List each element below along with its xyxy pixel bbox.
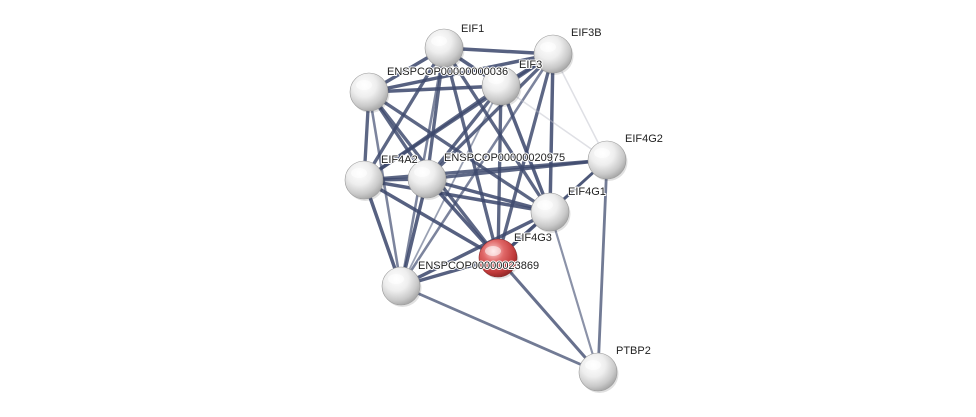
edge-EIF4A2-EIF4G3 <box>362 178 500 260</box>
node-highlight <box>585 360 601 370</box>
node-highlight <box>540 42 556 52</box>
node-EIF3B[interactable] <box>533 34 574 75</box>
edge-ENSPCOP_A-ENSPCOP23869 <box>367 90 403 288</box>
edge-EIF4G1-ENSPCOP23869 <box>399 210 552 288</box>
edge-EIF1-EIF4G1 <box>442 46 552 214</box>
edge-EIF3B-EIF4G1 <box>548 52 555 214</box>
node-EIF4G3[interactable] <box>478 238 519 279</box>
node-EIF4G1[interactable] <box>530 192 571 233</box>
edge-EIF3B-ENSPCOP20975 <box>425 52 555 181</box>
node-label-EIF4G3: EIF4G3 <box>514 232 552 244</box>
node-label-ENSPCOP20975: ENSPCOP00000020975 <box>444 152 565 164</box>
node-EIF4A2[interactable] <box>344 160 385 201</box>
node-ENSPCOP23869[interactable] <box>381 266 422 307</box>
node-EIF4G2[interactable] <box>587 140 628 181</box>
node-sphere[interactable] <box>344 160 384 200</box>
node-label-ENSPCOP_A: ENSPCOP00000000036 <box>387 66 508 78</box>
node-sphere[interactable] <box>349 72 389 112</box>
node-ENSPCOP20975[interactable] <box>407 159 448 200</box>
edge-ENSPCOP20975-EIF4G1 <box>425 177 552 214</box>
edge-EIF4A2-EIF4G1 <box>362 178 552 214</box>
node-highlight <box>351 168 367 178</box>
edge-EIF3-ENSPCOP20975 <box>425 84 503 181</box>
node-sphere[interactable] <box>578 352 618 392</box>
edge-EIF4G1-PTBP2 <box>548 210 600 374</box>
node-highlight <box>485 246 501 256</box>
edge-EIF3-EIF4G2 <box>500 85 608 161</box>
node-label-EIF4A2: EIF4A2 <box>381 154 418 166</box>
node-highlight <box>488 74 504 84</box>
node-sphere[interactable] <box>530 192 570 232</box>
edge-EIF4G2-PTBP2 <box>596 158 609 374</box>
edge-ENSPCOP23869-PTBP2 <box>399 284 600 374</box>
node-sphere[interactable] <box>587 140 627 180</box>
edge-EIF3-EIF4A2 <box>362 84 503 182</box>
edge-EIF3B-ENSPCOP_A <box>367 52 555 94</box>
node-EIF3[interactable] <box>481 66 522 107</box>
node-label-EIF4G2: EIF4G2 <box>625 133 663 145</box>
node-sphere[interactable] <box>424 28 464 68</box>
node-label-EIF1: EIF1 <box>461 23 484 35</box>
edge-ENSPCOP_A-EIF3 <box>367 84 503 94</box>
edge-ENSPCOP_A-EIF4G1 <box>367 90 552 214</box>
nodes-layer <box>344 28 628 393</box>
edge-EIF1-EIF4G3 <box>442 46 500 260</box>
node-label-EIF4G1: EIF4G1 <box>568 186 606 198</box>
edge-EIF4G3-PTBP2 <box>496 256 600 374</box>
node-label-PTBP2: PTBP2 <box>616 345 651 357</box>
node-highlight <box>594 148 610 158</box>
edge-ENSPCOP20975-EIF4G2 <box>425 158 609 181</box>
node-label-EIF3: EIF3 <box>519 59 542 71</box>
edge-EIF3B-EIF4G3 <box>496 52 555 260</box>
node-highlight <box>431 36 447 46</box>
node-highlight <box>388 274 404 284</box>
node-sphere[interactable] <box>381 266 421 306</box>
node-highlight <box>414 167 430 177</box>
edge-EIF3-EIF4G1 <box>499 84 552 214</box>
node-label-ENSPCOP23869: ENSPCOP00000023869 <box>418 260 539 272</box>
node-EIF1[interactable] <box>424 28 465 69</box>
node-highlight <box>537 200 553 210</box>
node-PTBP2[interactable] <box>578 352 619 393</box>
node-label-EIF3B: EIF3B <box>571 27 602 39</box>
edge-EIF3B-EIF4G2 <box>552 53 608 161</box>
node-ENSPCOP_A[interactable] <box>349 72 390 113</box>
labels-layer: EIF1 EIF3B ENSPCOP00000000036 EIF3EIF4G2EIF… <box>380 22 664 358</box>
node-highlight <box>356 80 372 90</box>
